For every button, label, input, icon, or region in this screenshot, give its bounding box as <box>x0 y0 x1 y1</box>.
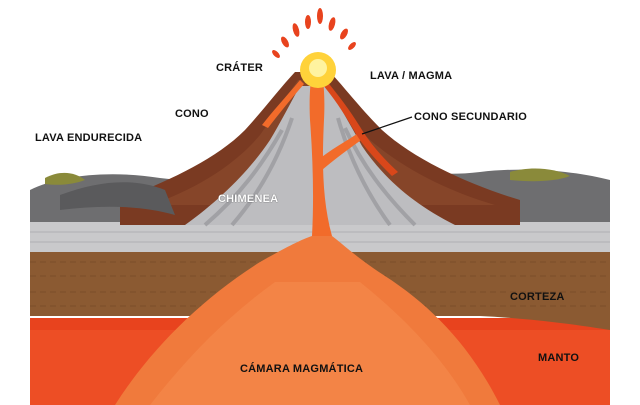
vegetation-left <box>45 172 85 185</box>
label-lava-magma: LAVA / MAGMA <box>370 70 453 82</box>
eruption-core <box>309 59 327 77</box>
label-chimenea: CHIMENEA <box>218 193 279 205</box>
magma-chamber-highlight <box>150 282 470 405</box>
vegetation-right <box>510 168 570 182</box>
label-camara-magmatica: CÁMARA MAGMÁTICA <box>240 363 364 375</box>
cono-secundario-pointer <box>361 116 413 135</box>
secondary-conduit <box>318 132 364 170</box>
lava-flow-right <box>322 80 398 176</box>
label-cono-secundario: CONO SECUNDARIO <box>414 111 528 123</box>
label-lava-endurecida: LAVA ENDURECIDA <box>35 132 143 144</box>
label-cono: CONO <box>175 108 209 120</box>
label-crater: CRÁTER <box>216 62 264 74</box>
label-corteza: CORTEZA <box>510 291 565 303</box>
lava-flow-left <box>262 80 304 128</box>
lava-bombs <box>272 8 356 58</box>
chimney <box>309 72 332 236</box>
label-manto: MANTO <box>538 352 580 364</box>
cone-strata-lines <box>203 117 417 227</box>
hardened-lava <box>60 182 175 215</box>
